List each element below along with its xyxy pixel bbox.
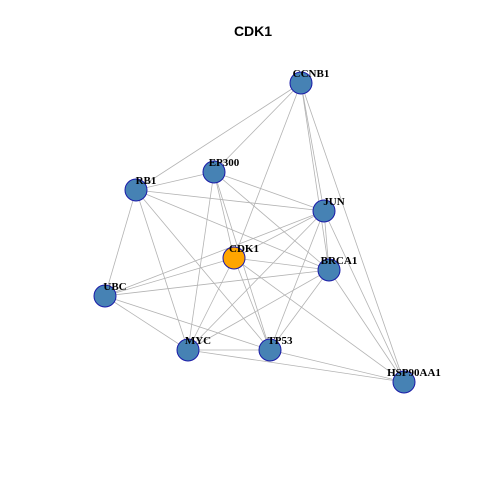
edge-rb1-myc: [135, 189, 189, 351]
edge-brca1-tp53: [269, 269, 330, 351]
node-ubc: [93, 284, 117, 308]
node-cdk1: [222, 246, 246, 270]
node-brca1: [317, 258, 341, 282]
edge-jun-tp53: [269, 210, 325, 351]
edge-ccnb1-rb1: [135, 82, 302, 191]
node-label-tp53: TP53: [267, 335, 293, 347]
node-layer: [93, 71, 416, 394]
edge-ccnb1-jun: [300, 82, 325, 212]
edge-rb1-tp53: [135, 189, 271, 351]
edge-ubc-tp53: [104, 295, 271, 351]
node-jun: [312, 199, 336, 223]
edge-cdk1-hsp90aa1: [233, 257, 405, 383]
node-rb1: [124, 178, 148, 202]
edge-jun-hsp90aa1: [323, 210, 405, 383]
edge-rb1-ubc: [104, 189, 137, 297]
node-label-hsp90aa1: HSP90AA1: [387, 367, 441, 379]
edge-jun-myc: [187, 210, 325, 351]
node-label-ubc: UBC: [103, 281, 126, 293]
node-label-ep300: EP300: [209, 157, 240, 169]
edge-ep300-rb1: [135, 171, 215, 191]
node-myc: [176, 338, 200, 362]
node-label-ccnb1: CCNB1: [293, 68, 330, 80]
edge-tp53-hsp90aa1: [269, 349, 405, 383]
edge-rb1-brca1: [135, 189, 330, 271]
node-label-jun: JUN: [323, 196, 344, 208]
edge-cdk1-ubc: [104, 257, 235, 297]
edge-jun-ubc: [104, 210, 325, 297]
edge-brca1-ubc: [104, 269, 330, 297]
edge-ccnb1-brca1: [300, 82, 330, 271]
node-label-myc: MYC: [185, 335, 211, 347]
edge-ep300-jun: [213, 171, 325, 212]
node-label-brca1: BRCA1: [321, 255, 358, 267]
edge-layer: [104, 82, 405, 383]
node-tp53: [258, 338, 282, 362]
edge-jun-cdk1: [233, 210, 325, 259]
node-ccnb1: [289, 71, 313, 95]
node-ep300: [202, 160, 226, 184]
node-label-cdk1: CDK1: [229, 243, 259, 255]
edge-cdk1-tp53: [233, 257, 271, 351]
edge-ccnb1-cdk1: [233, 82, 302, 259]
edge-ep300-myc: [187, 171, 215, 351]
edge-brca1-hsp90aa1: [328, 269, 405, 383]
edge-ep300-cdk1: [213, 171, 235, 259]
edge-cdk1-brca1: [233, 257, 330, 271]
diagram-title: CDK1: [234, 23, 272, 39]
edge-ubc-myc: [104, 295, 189, 351]
node-label-rb1: RB1: [136, 175, 157, 187]
node-hsp90aa1: [392, 370, 416, 394]
edge-myc-hsp90aa1: [187, 349, 405, 383]
edge-brca1-myc: [187, 269, 330, 351]
edge-cdk1-myc: [187, 257, 235, 351]
edge-ccnb1-ep300: [213, 82, 302, 173]
edge-rb1-jun: [135, 189, 325, 212]
edge-ccnb1-hsp90aa1: [300, 82, 405, 383]
edge-ep300-brca1: [213, 171, 330, 271]
